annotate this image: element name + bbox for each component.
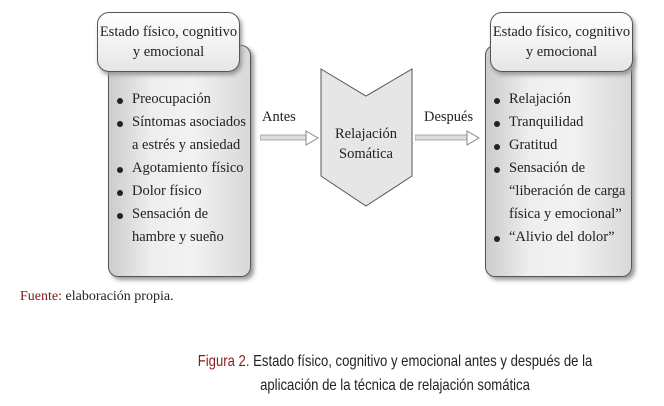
arrow-right-icon [260,130,319,146]
list-item: Relajación [494,88,634,111]
list-item: Preocupación [117,88,252,111]
before-label: Antes [262,109,296,125]
list-item: Agotamiento físico [117,157,252,180]
center-label: Relajación Somática [334,126,397,162]
caption-key: Figura 2. [197,353,250,370]
list-item: Tranquilidad [494,111,634,134]
list-item: Síntomas asociados a estrés y ansiedad [117,111,252,157]
list-item: Sensación de hambre y sueño [117,203,252,249]
list-item: “Alivio del dolor” [494,226,634,249]
arrow-right-icon [415,130,480,146]
after-label: Después [424,109,474,125]
list-item: Sensación de “liberación de carga física… [494,157,634,226]
list-item: Gratitud [494,134,634,157]
figure-caption: Figura 2. Estado físico, cognitivo y emo… [194,350,596,398]
before-list: Preocupación Síntomas asociados a estrés… [117,88,252,249]
source-key: Fuente: [20,289,62,304]
caption-text: Estado físico, cognitivo y emocional ant… [249,353,593,394]
before-header: Estado físico, cognitivo y emocional [97,12,240,72]
before-list-box [108,45,251,277]
source-text: elaboración propia. [62,289,174,304]
after-header: Estado físico, cognitivo y emocional [490,12,633,72]
source-note: Fuente: elaboración propia. [20,289,174,305]
after-list: Relajación Tranquilidad Gratitud Sensaci… [494,88,634,249]
relaxation-chevron [320,68,413,207]
list-item: Dolor físico [117,180,252,203]
